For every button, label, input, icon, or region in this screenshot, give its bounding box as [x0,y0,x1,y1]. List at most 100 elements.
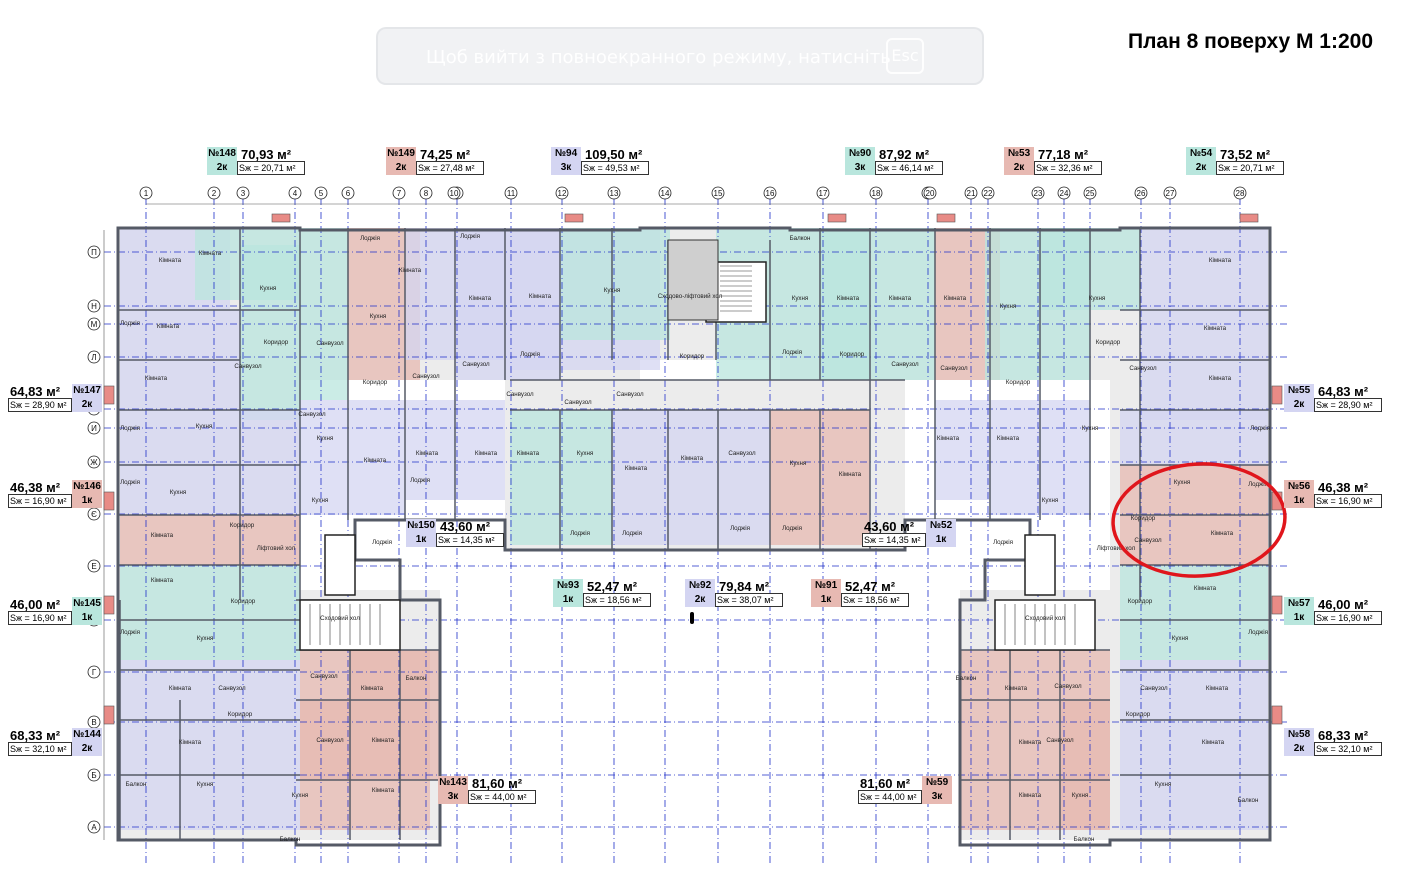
lift-shaft [1024,534,1056,596]
apartment-tag-frame [468,790,536,804]
axis-number-label: 25 [1086,189,1095,198]
room-label: Кімната [517,450,540,457]
apartment-tag-frame [1314,398,1382,412]
room-label: Кімната [199,250,222,257]
fullscreen-notice-text: Щоб вийти з повноекранного режиму, натис… [426,47,891,68]
apartment-number: №55 [1284,384,1314,398]
apartment-tag-frame [875,161,943,175]
apartment-tag-frame [8,611,72,625]
apartment-total-area: 81,60 м² [860,776,911,791]
room-label: Лоджія [372,539,392,546]
apartment-living-area: Sж = 38,07 м² [717,595,774,605]
apartment-total-area: 68,33 м² [10,728,61,743]
apartment-fill [510,410,560,545]
apartment-fill [960,650,1040,830]
axis-number-label: 22 [984,189,993,198]
room-label: Лоджія [1248,481,1268,488]
apartment-fill [820,228,935,380]
apartment-room-count: 1к [1284,494,1314,508]
room-label: Санвузол [218,685,246,692]
apartment-total-area: 46,00 м² [1318,597,1369,612]
apartment-room-count: 3к [845,161,875,175]
apartment-room-count: 2к [685,593,715,607]
window-mark [103,595,115,615]
axis-bubble [607,186,621,200]
apartment-number: №59 [922,776,952,790]
apartment-total-area: 64,83 м² [10,384,61,399]
axis-bubble [87,317,101,331]
room-label: Кухня [1072,792,1089,799]
room-label: Балкон [406,675,427,682]
apartment-fill [120,465,300,515]
apartment-fill [668,410,718,545]
room-label: Балкон [1238,797,1259,804]
axis-number-label: 13 [610,189,619,198]
room-label: Кімната [157,323,180,330]
apartment-tag-frame [1034,161,1102,175]
axis-number-label: 4 [293,189,298,198]
window-mark [827,213,847,223]
axis-letter-label: М [91,320,98,329]
apartment-room-count: 1к [72,611,102,625]
room-label: Кімната [1019,792,1042,799]
room-label: Кімната [1005,685,1028,692]
apartment-room-count: 2к [386,161,416,175]
room-label: Санвузол [940,365,968,372]
apartment-total-area: 77,18 м² [1038,147,1089,162]
apartment-total-area: 43,60 м² [864,519,915,534]
room-label: Кухня [1172,635,1189,642]
apartment-tag-frame [1314,742,1382,756]
apartment-room-count: 2к [1284,742,1314,756]
axis-bubble [1163,186,1177,200]
apartment-total-area: 43,60 м² [440,519,491,534]
room-label: Кімната [399,267,422,274]
room-label: Кухня [260,285,277,292]
axis-letter-label: В [91,718,96,727]
axis-number-label: 12 [558,189,567,198]
room-label: Кімната [145,375,168,382]
apartment-room-count: 1к [72,494,102,508]
apartment-room-count: 2к [207,161,237,175]
apartment-fill [455,400,505,500]
apartment-total-area: 68,33 м² [1318,728,1369,743]
apartment-tag-frame [237,161,305,175]
room-label: Кімната [372,737,395,744]
apartment-room-count: 1к [926,533,956,547]
axis-number-label: 8 [424,189,429,198]
axis-bubble [236,186,250,200]
esc-key-hint: Esc [886,38,924,74]
room-label: Санвузол [506,391,534,398]
apartment-number: №93 [553,579,583,593]
room-label: Кухня [577,450,594,457]
axis-bubble [555,186,569,200]
room-label: Кухня [1174,479,1191,486]
room-label: Кімната [361,685,384,692]
apartment-living-area: Sж = 28,90 м² [1316,400,1373,410]
apartment-tag-frame [581,161,649,175]
axis-number-label: 18 [872,189,881,198]
apartment-number: №91 [811,579,841,593]
apartment-living-area: Sж = 32,10 м² [1316,744,1373,754]
room-label: Коридор [1006,379,1031,386]
apartment-room-count: 1к [1284,611,1314,625]
room-label: Кімната [179,739,202,746]
apartment-living-area: Sж = 27,48 м² [418,163,475,173]
room-label: Балкон [790,235,811,242]
apartment-living-area: Sж = 46,14 м² [877,163,934,173]
apartment-number: №90 [845,147,875,161]
room-label: Кімната [889,295,912,302]
room-label: Кухня [292,792,309,799]
apartment-living-area: Sж = 16,90 м² [10,613,67,623]
axis-bubble [964,186,978,200]
apartment-number: №143 [438,776,468,790]
apartment-number: №92 [685,579,715,593]
